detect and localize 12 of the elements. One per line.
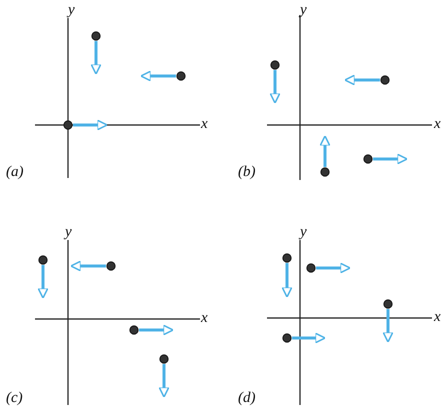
panel-label: (a) bbox=[6, 165, 24, 180]
axis-label: x bbox=[434, 117, 441, 132]
panel-label: (b) bbox=[238, 165, 256, 180]
axis-label: y bbox=[65, 225, 72, 240]
axis-label: y bbox=[300, 225, 307, 240]
axis-label: x bbox=[434, 310, 441, 325]
axis-label: y bbox=[300, 3, 307, 18]
panel-label: (c) bbox=[6, 391, 23, 406]
axis-label: x bbox=[201, 311, 208, 326]
axis-label: y bbox=[68, 3, 75, 18]
axis-label: x bbox=[201, 117, 208, 132]
panel-label: (d) bbox=[238, 391, 256, 406]
